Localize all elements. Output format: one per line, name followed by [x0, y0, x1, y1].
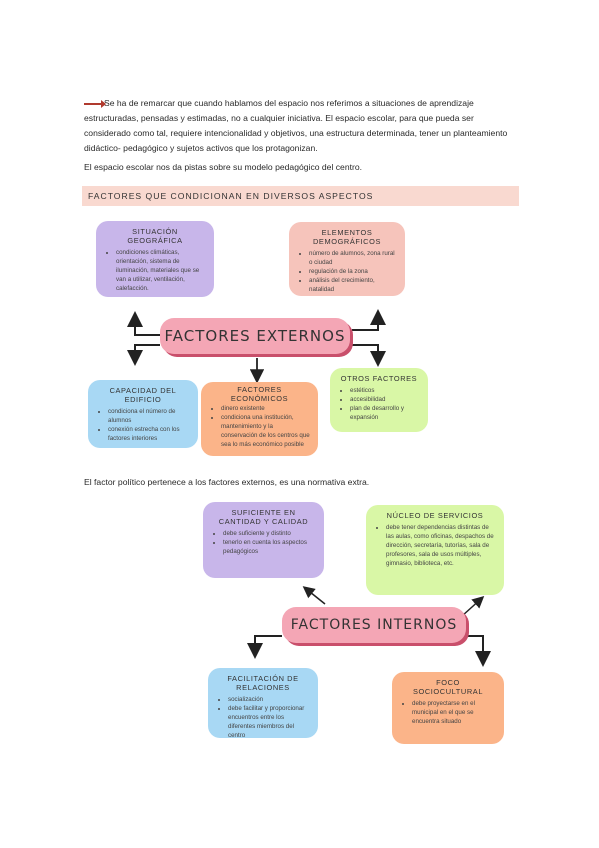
list-item: dinero existente	[221, 404, 310, 413]
note-text: El factor político pertenece a los facto…	[84, 477, 370, 487]
box-nucleo-servicios: NÚCLEO DE SERVICIOS debe tener dependenc…	[366, 505, 504, 595]
list-item: accesibilidad	[350, 395, 420, 404]
list-item: condiciona el número de alumnos	[108, 407, 190, 425]
box-situacion-geografica: SITUACIÓN GEOGRÁFICA condiciones climáti…	[96, 221, 214, 297]
factores-externos-pill: FACTORES EXTERNOS	[160, 318, 350, 354]
intro-text-2: El espacio escolar nos da pistas sobre s…	[84, 162, 363, 172]
list-item: plan de desarrollo y expansión	[350, 404, 420, 422]
box-title: NÚCLEO DE SERVICIOS	[386, 511, 484, 520]
box-factores-economicos: FACTORES ECONÓMICOS dinero existente con…	[201, 382, 318, 456]
section-header: FACTORES QUE CONDICIONAN EN DIVERSOS ASP…	[88, 191, 374, 201]
list-item: debe facilitar y proporcionar encuentros…	[228, 704, 310, 740]
box-suficiente-cantidad-calidad: SUFICIENTE EN CANTIDAD Y CALIDAD debe su…	[203, 502, 324, 578]
list-item: debe proyectarse en el municipal en el q…	[412, 699, 496, 726]
box-title: FOCO SOCIOCULTURAL	[412, 678, 484, 696]
list-item: debe tener dependencias distintas de las…	[386, 523, 496, 568]
list-item: número de alumnos, zona rural o ciudad	[309, 249, 397, 267]
list-item: regulación de la zona	[309, 267, 397, 276]
red-arrow-icon	[84, 99, 106, 108]
intro-text-1: Se ha de remarcar que cuando hablamos de…	[84, 98, 508, 153]
box-title: FACILITACIÓN DE RELACIONES	[227, 674, 299, 692]
intro-paragraph-2: El espacio escolar nos da pistas sobre s…	[84, 160, 514, 175]
intro-paragraph-1: Se ha de remarcar que cuando hablamos de…	[84, 96, 514, 156]
box-title: ELEMENTOS DEMOGRÁFICOS	[313, 228, 381, 246]
list-item: condiciona una institución, mantenimient…	[221, 413, 310, 449]
box-title: SITUACIÓN GEOGRÁFICA	[127, 227, 183, 245]
list-item: socialización	[228, 695, 310, 704]
box-title: OTROS FACTORES	[340, 374, 418, 383]
list-item: análisis del crecimiento, natalidad	[309, 276, 397, 294]
factores-internos-title: FACTORES INTERNOS	[290, 617, 458, 633]
note-paragraph: El factor político pertenece a los facto…	[84, 475, 514, 490]
box-foco-sociocultural: FOCO SOCIOCULTURAL debe proyectarse en e…	[392, 672, 504, 744]
box-title: CAPACIDAD DEL EDIFICIO	[109, 386, 177, 404]
box-elementos-demograficos: ELEMENTOS DEMOGRÁFICOS número de alumnos…	[289, 222, 405, 296]
box-title: SUFICIENTE EN CANTIDAD Y CALIDAD	[218, 508, 309, 526]
factores-internos-pill: FACTORES INTERNOS	[282, 607, 466, 643]
box-facilitacion-relaciones: FACILITACIÓN DE RELACIONES socialización…	[208, 668, 318, 740]
factores-externos-title: FACTORES EXTERNOS	[164, 327, 346, 345]
list-item: debe suficiente y distinto	[223, 529, 316, 538]
section-header-band: FACTORES QUE CONDICIONAN EN DIVERSOS ASP…	[82, 186, 519, 206]
list-item: tenerlo en cuenta los aspectos pedagógic…	[223, 538, 316, 556]
box-title: FACTORES ECONÓMICOS	[230, 385, 289, 403]
list-item: condiciones climáticas, orientación, sis…	[116, 248, 206, 293]
list-item: estéticos	[350, 386, 420, 395]
box-otros-factores: OTROS FACTORES estéticos accesibilidad p…	[330, 368, 428, 432]
list-item: conexión estrecha con los factores inter…	[108, 425, 190, 443]
box-capacidad-edificio: CAPACIDAD DEL EDIFICIO condiciona el núm…	[88, 380, 198, 448]
